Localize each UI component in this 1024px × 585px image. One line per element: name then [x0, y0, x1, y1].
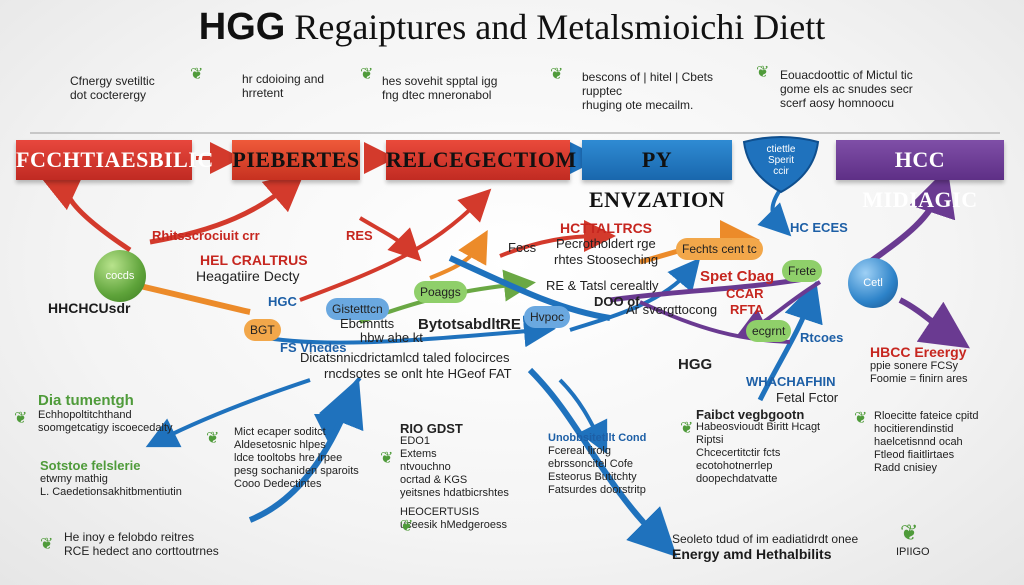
leaf-icon: ❦ — [206, 430, 220, 447]
leaf-icon: ❦ — [400, 518, 414, 535]
mid-label: Heagatiire Decty — [196, 268, 300, 284]
mid-label: Rhitsscrociuit crr — [152, 228, 260, 243]
mid-label: RFTA — [730, 302, 764, 317]
page-title: HGG Regaiptures and Metalsmioichi Diett — [0, 6, 1024, 49]
mid-label: CCAR — [726, 286, 764, 301]
bottom-left-block-1: Dia tumentgh Echhopoltitchthand soomgetc… — [38, 392, 173, 434]
bottom-left-block-3: He inoy e felobdo reitres RCE hedect ano… — [64, 530, 219, 558]
right-energy-block: HBCC Ereergy ppie sonere FCSy Foomie = f… — [870, 344, 968, 385]
left-caption: HHCHCUsdr — [48, 300, 131, 316]
mid-label: rncdsotes se onlt hte HGeof FAT — [324, 366, 512, 381]
stage-bar-2: PIEBERTES — [232, 140, 360, 180]
leaf-icon: ❦ — [14, 410, 28, 427]
mid-label: Ebcmntts — [340, 316, 395, 331]
bottom-right-tag: IPIIGO — [896, 546, 930, 558]
title-prefix: HGG — [198, 6, 286, 48]
stage-bar-3: RELCEGECTIOM — [386, 140, 576, 180]
mid-label: Gistetttcn — [326, 298, 389, 320]
mid-label: Spet Cbag — [700, 268, 775, 285]
mid-label: rhtes Stooseching — [554, 252, 659, 267]
mid-label: HEL CRALTRUS — [200, 252, 308, 268]
title-main: Regaiptures and Metalsmioichi Diett — [294, 7, 826, 47]
leaf-icon: ❦ — [756, 64, 770, 81]
bottom-left-block-2: Sotstoe felslerie etwmy mathig L. Caedet… — [40, 458, 182, 498]
mid-label: ecgrnt — [746, 320, 792, 342]
mid-label: Bytotsabdlt — [418, 316, 501, 333]
leaf-icon: ❦ — [680, 420, 694, 437]
divider-line — [30, 132, 1000, 134]
mid-label: Fetal Fctor — [776, 390, 839, 405]
bottom-right-block: Seoleto tdud of im eadiatidrdt onee Ener… — [672, 532, 859, 562]
mid-label: hbw ahe kt — [360, 330, 423, 345]
mid-label: DOO of — [594, 294, 640, 309]
mid-label: Frete — [782, 260, 823, 282]
center-right-block: Unobbsitetllt Cond Fcereal lirolg ebrsso… — [548, 432, 647, 496]
mid-label: Poaggs — [414, 281, 467, 303]
green-sphere: cocds — [94, 250, 146, 302]
shield-icon — [742, 136, 820, 194]
mid-label: Rtcoes — [800, 330, 844, 345]
mid-label: Pecrotholdert rge — [556, 236, 656, 251]
stage-bar-1: FCCHTIAESBILIC — [16, 140, 213, 180]
mid-label: HC ECES — [790, 220, 848, 235]
leaf-icon: ❦ — [854, 410, 868, 427]
leaf-icon: ❦ — [380, 450, 394, 467]
mid-label: FS Vhedes — [280, 340, 347, 355]
stage-bar-4: PY ENVZATION — [582, 140, 732, 212]
leaf-icon: ❦ — [190, 66, 204, 83]
mid-label: RE — [500, 316, 521, 333]
mid-label: HCTTALTRCS — [560, 220, 653, 236]
mid-label: BGT — [244, 319, 281, 341]
mid-label: Ar svergttocong — [626, 302, 718, 317]
mid-label: HGG — [678, 356, 713, 373]
mid-label: Dicatsnnicdrictamlcd taled folocirces — [300, 350, 510, 365]
mid-label: Fechts cent tc — [676, 238, 763, 260]
stage-bar-5: HCC MIDIAGIC — [836, 140, 1004, 212]
leaf-icon: ❦ — [40, 536, 54, 553]
mid-label: WHACHAFHIN — [746, 374, 836, 389]
leaf-icon: ❦ — [360, 66, 374, 83]
mid-label: RES — [346, 228, 373, 243]
leaf-icon: ❦ — [900, 520, 919, 545]
center-block: RIO GDST EDO1 Extems ntvouchno ocrtad & … — [400, 421, 509, 531]
right-mid-block: Faibct vegbgootn Habeosvioudt Biritt Hca… — [696, 407, 821, 485]
center-left-block: Mict ecaper soditct Aldesetosnic hlpes l… — [234, 426, 359, 490]
mid-label: RE & Tatsl cerealtly — [546, 278, 659, 293]
mid-label: HGC — [268, 294, 297, 309]
leaf-icon: ❦ — [550, 66, 564, 83]
mid-label: Hvpoc — [524, 306, 571, 328]
far-right-block: Rloecitte fateice cpitd hocitierendinsti… — [874, 410, 979, 474]
mid-label: Fecs — [508, 240, 537, 255]
blue-sphere: Cetl — [848, 258, 898, 308]
